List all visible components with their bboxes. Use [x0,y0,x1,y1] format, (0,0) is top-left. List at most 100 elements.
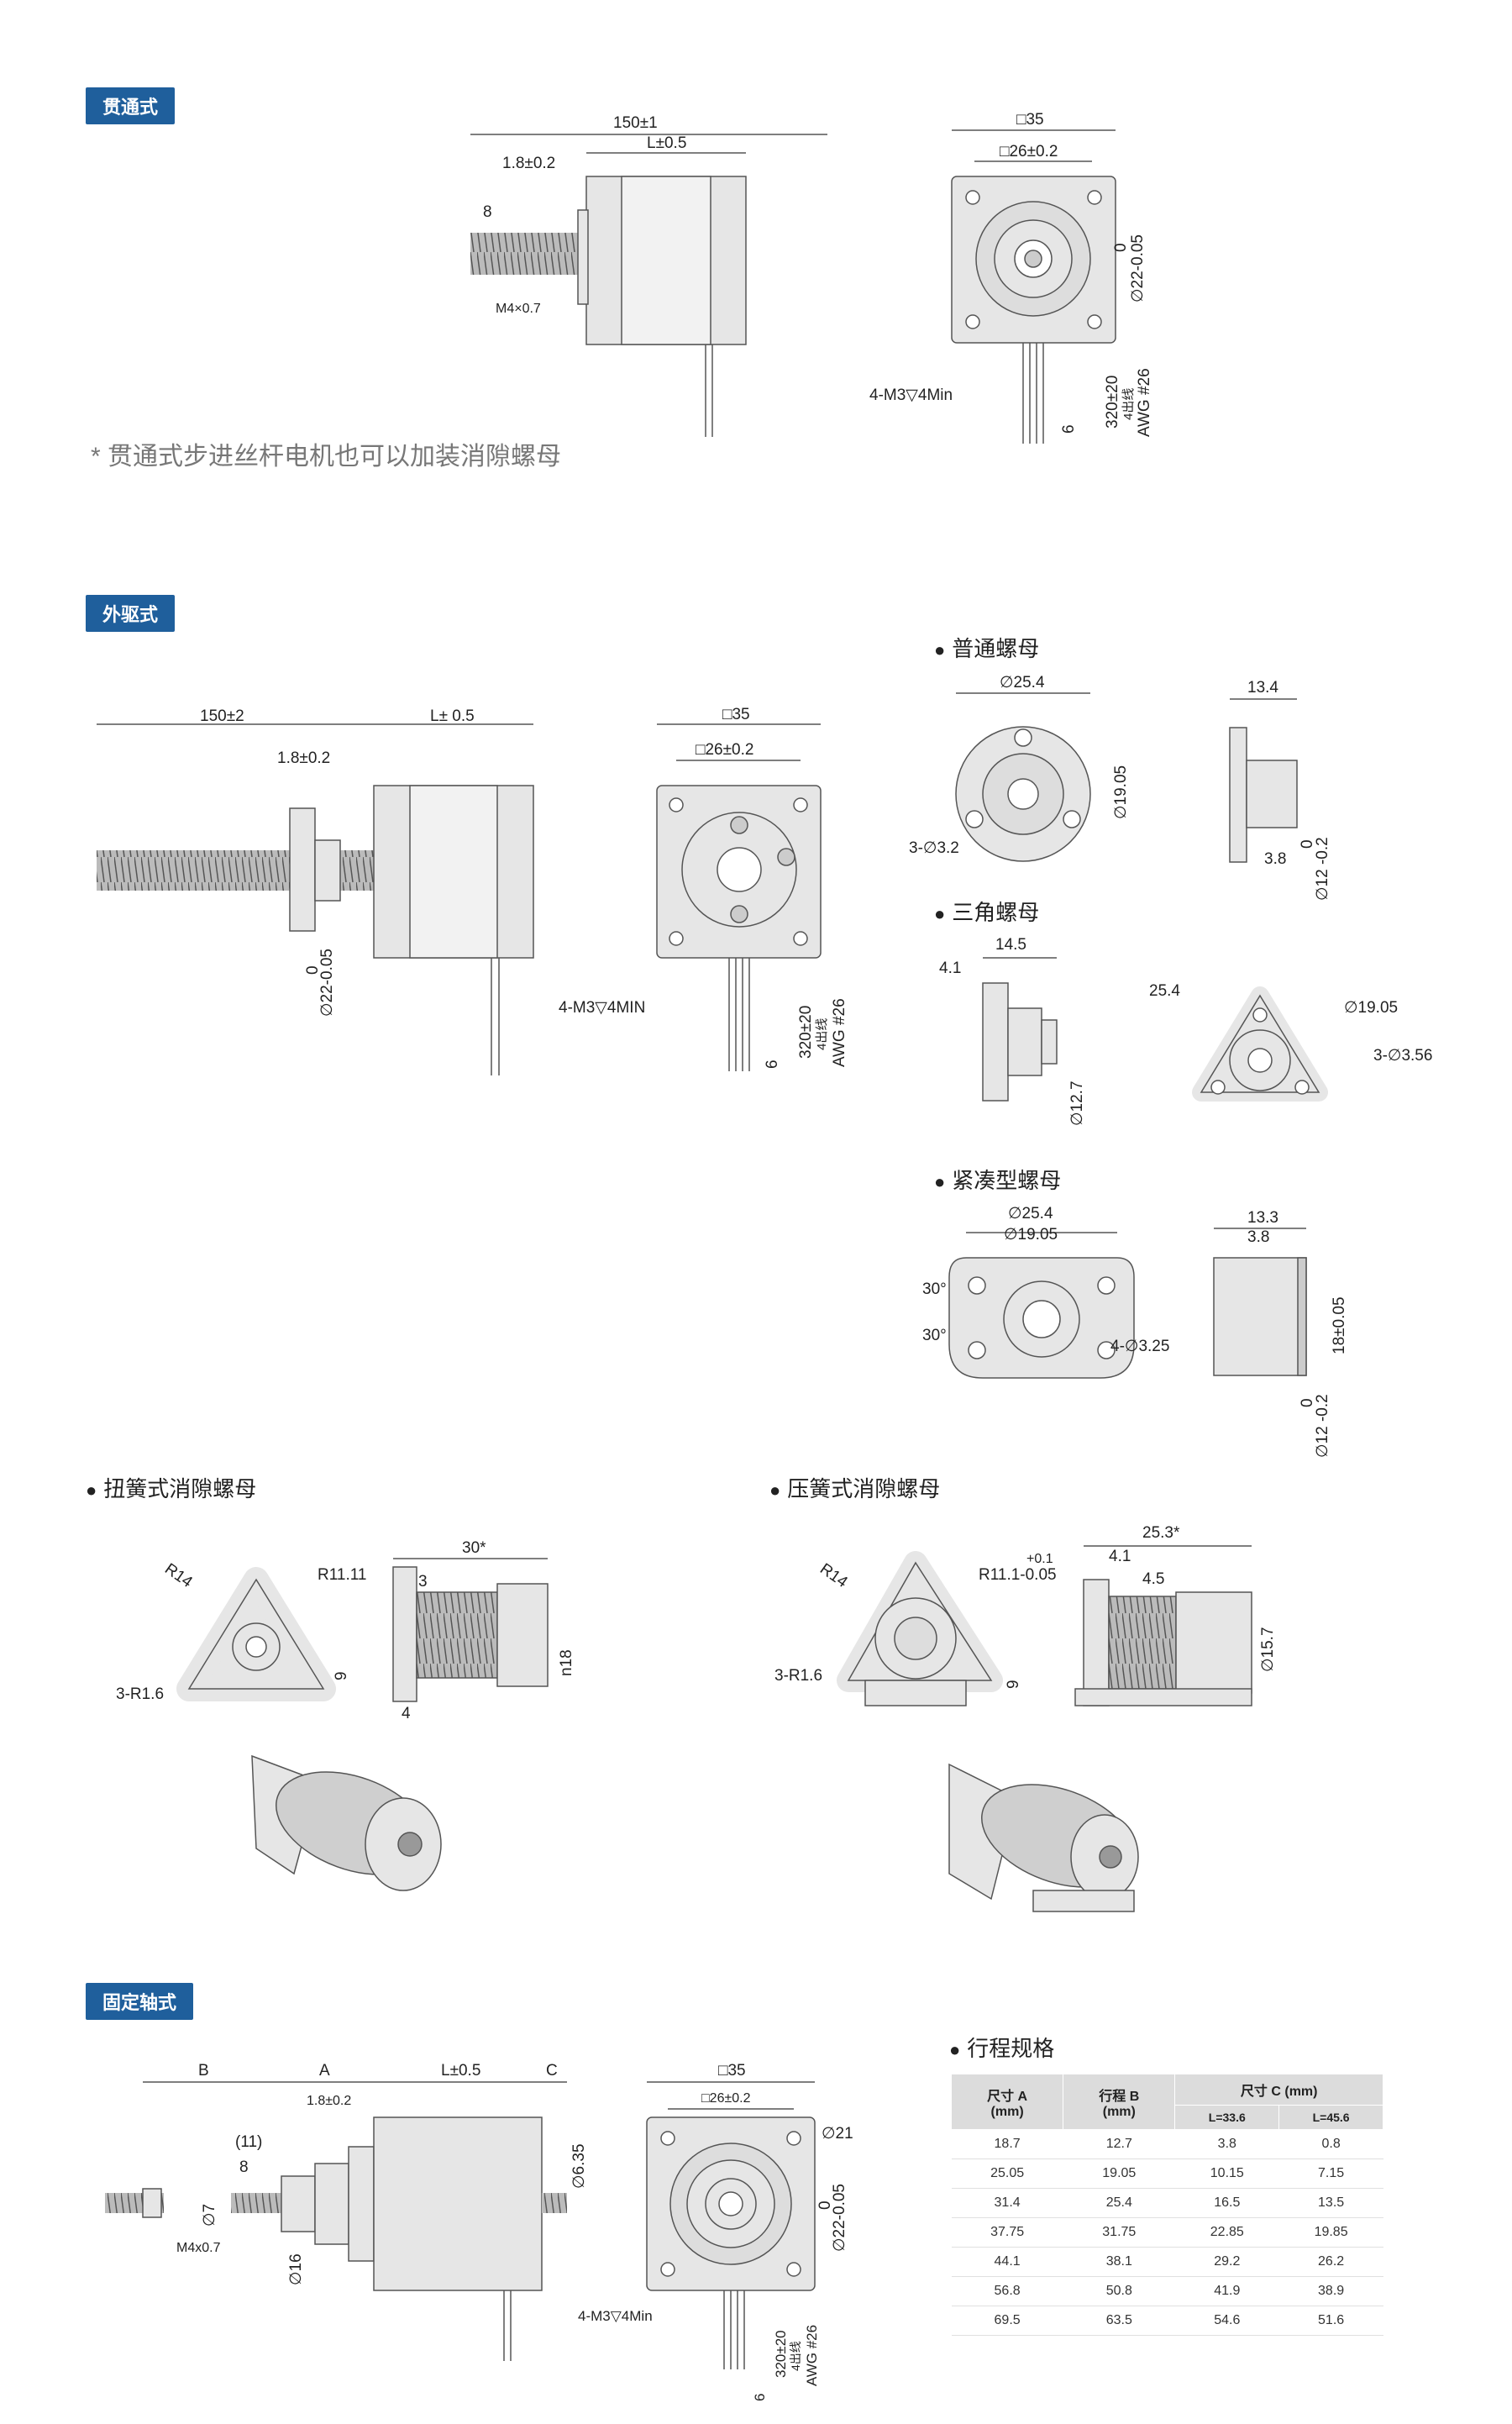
dim-fixed-awg: AWG #26 [804,2325,820,2386]
th-stroke-b-unit: (mm) [1102,2104,1136,2119]
table-cell: 19.05 [1063,2158,1175,2189]
table-cell: 7.15 [1278,2158,1383,2189]
dim-through-lead-sub: 4出线 [1121,388,1136,420]
th-l336: L=33.6 [1174,2105,1280,2130]
dim-torsion-three: 3 [418,1573,428,1591]
dim-ext-six: 6 [764,1060,781,1069]
dim-ext-L: L± 0.5 [430,707,475,725]
dim-ext-lead-sub: 4出线 [815,1018,829,1050]
torsion-nut-front [176,1567,336,1701]
table-cell: 25.05 [951,2158,1063,2189]
normal-nut-front [955,726,1091,862]
table-cell: 56.8 [951,2276,1063,2306]
fixed-side-view [105,2116,567,2361]
th-size-a-label: 尺寸 A [987,2089,1028,2104]
table-cell: 16.5 [1174,2188,1279,2218]
dim-fixed-L: L±0.5 [441,2062,480,2080]
subhead-torsion-nut: ●扭簧式消隙螺母 [86,1476,257,1501]
table-cell: 51.6 [1278,2306,1383,2336]
dim-compact-w38: 3.8 [1247,1228,1269,1246]
dim-comp-w45: 4.5 [1142,1570,1164,1588]
table-cell: 54.6 [1174,2306,1279,2336]
torsion-nut-side [392,1566,549,1702]
through-front-view [951,176,1116,444]
dim-ext-awg: AWG #26 [831,998,848,1067]
compression-nut-side [1074,1579,1252,1706]
dim-compact-d254: ∅25.4 [1008,1205,1053,1223]
dim-fixed-zero: 0 [816,2201,834,2210]
normal-nut-side [1229,727,1298,863]
table-cell: 3.8 [1174,2129,1279,2159]
through-side-view [470,176,747,437]
dim-compact-holes: 4-∅3.25 [1110,1338,1169,1355]
th-l456: L=45.6 [1278,2105,1383,2130]
table-cell: 31.75 [1063,2217,1175,2248]
dim-compact-a30a: 30° [922,1280,947,1298]
dim-fixed-eight: 8 [239,2158,249,2176]
dim-torsion-r16: 3-R1.6 [116,1685,164,1703]
dim-fixed-mount: 4-M3▽4Min [578,2308,653,2324]
th-size-a: 尺寸 A(mm) [950,2074,1064,2130]
dim-fixed-sq35: □35 [718,2062,746,2080]
subhead-compact-nut: ●紧凑型螺母 [934,1168,1062,1193]
compact-nut-front [948,1257,1135,1379]
dim-ext-lead: 320±20 [797,1006,815,1059]
dim-comp-r16: 3-R1.6 [774,1667,822,1685]
th-size-c: 尺寸 C (mm) [1174,2074,1383,2106]
dim-torsion-n18: n18 [558,1649,575,1676]
external-side-view [97,785,534,1075]
dim-fixed-C: C [546,2062,558,2080]
dim-normal-d1905: ∅19.05 [1112,765,1130,819]
dim-comp-r14: R14 [816,1560,851,1591]
dim-fixed-thread: M4x0.7 [176,2241,221,2255]
table-cell: 25.4 [1063,2188,1175,2218]
dim-torsion-r1111: R11.11 [318,1566,366,1584]
table-cell: 41.9 [1174,2276,1279,2306]
dim-normal-d12: ∅12 -0.2 [1314,837,1331,901]
table-cell: 10.15 [1174,2158,1279,2189]
table-cell: 26.2 [1278,2247,1383,2277]
stroke-table: 尺寸 A(mm) 行程 B(mm) 尺寸 C (mm) L=33.6 L=45.… [950,2074,1383,2336]
table-cell: 63.5 [1063,2306,1175,2336]
table-cell: 12.7 [1063,2129,1175,2159]
dim-normal-d254: ∅25.4 [1000,674,1045,691]
subhead-normal-nut-label: 普通螺母 [952,636,1040,661]
table-cell: 38.9 [1278,2276,1383,2306]
dim-comp-w253: 25.3* [1142,1524,1180,1542]
subhead-stroke-spec-label: 行程规格 [967,2036,1055,2061]
table-cell: 37.75 [951,2217,1063,2248]
dim-comp-w41: 4.1 [1109,1548,1131,1565]
dim-fixed-sq26: □26±0.2 [701,2091,751,2106]
dim-fixed-d635: ∅6.35 [570,2143,588,2189]
dim-compact-a30b: 30° [922,1327,947,1344]
dim-fixed-eleven: (11) [235,2133,262,2151]
dim-through-mount: 4-M3▽4Min [869,386,953,404]
dim-normal-zero: 0 [1299,839,1316,849]
dim-through-L: L±0.5 [647,134,686,152]
dim-tri-w145: 14.5 [995,936,1026,954]
dim-torsion-r14: R14 [161,1560,196,1591]
section-tag-through: 贯通式 [86,87,176,124]
subhead-compact-nut-label: 紧凑型螺母 [952,1168,1062,1193]
subhead-stroke-spec: ●行程规格 [949,2036,1055,2061]
dim-through-lead: 320±20 [1104,376,1121,429]
subhead-triangle-nut-label: 三角螺母 [952,900,1040,925]
table-cell: 22.85 [1174,2217,1279,2248]
dim-fixed-lead-sub: 4出线 [789,2341,802,2371]
dim-tri-r254: 25.4 [1149,982,1180,1000]
dim-fixed-d7: ∅7 [201,2204,218,2227]
dim-tri-d127: ∅12.7 [1068,1081,1086,1126]
dimension-labels: 150±1 L±0.5 1.8±0.2 8 M4×0.7 □35 □26±0.2… [116,111,1432,2401]
section-tag-fixed: 固定轴式 [86,1983,194,2020]
table-cell: 69.5 [951,2306,1063,2336]
dim-normal-w38: 3.8 [1264,850,1286,868]
dim-compact-zero: 0 [1299,1398,1316,1407]
compression-nut-front [837,1551,1003,1706]
th-stroke-b-label: 行程 B [1099,2089,1140,2104]
